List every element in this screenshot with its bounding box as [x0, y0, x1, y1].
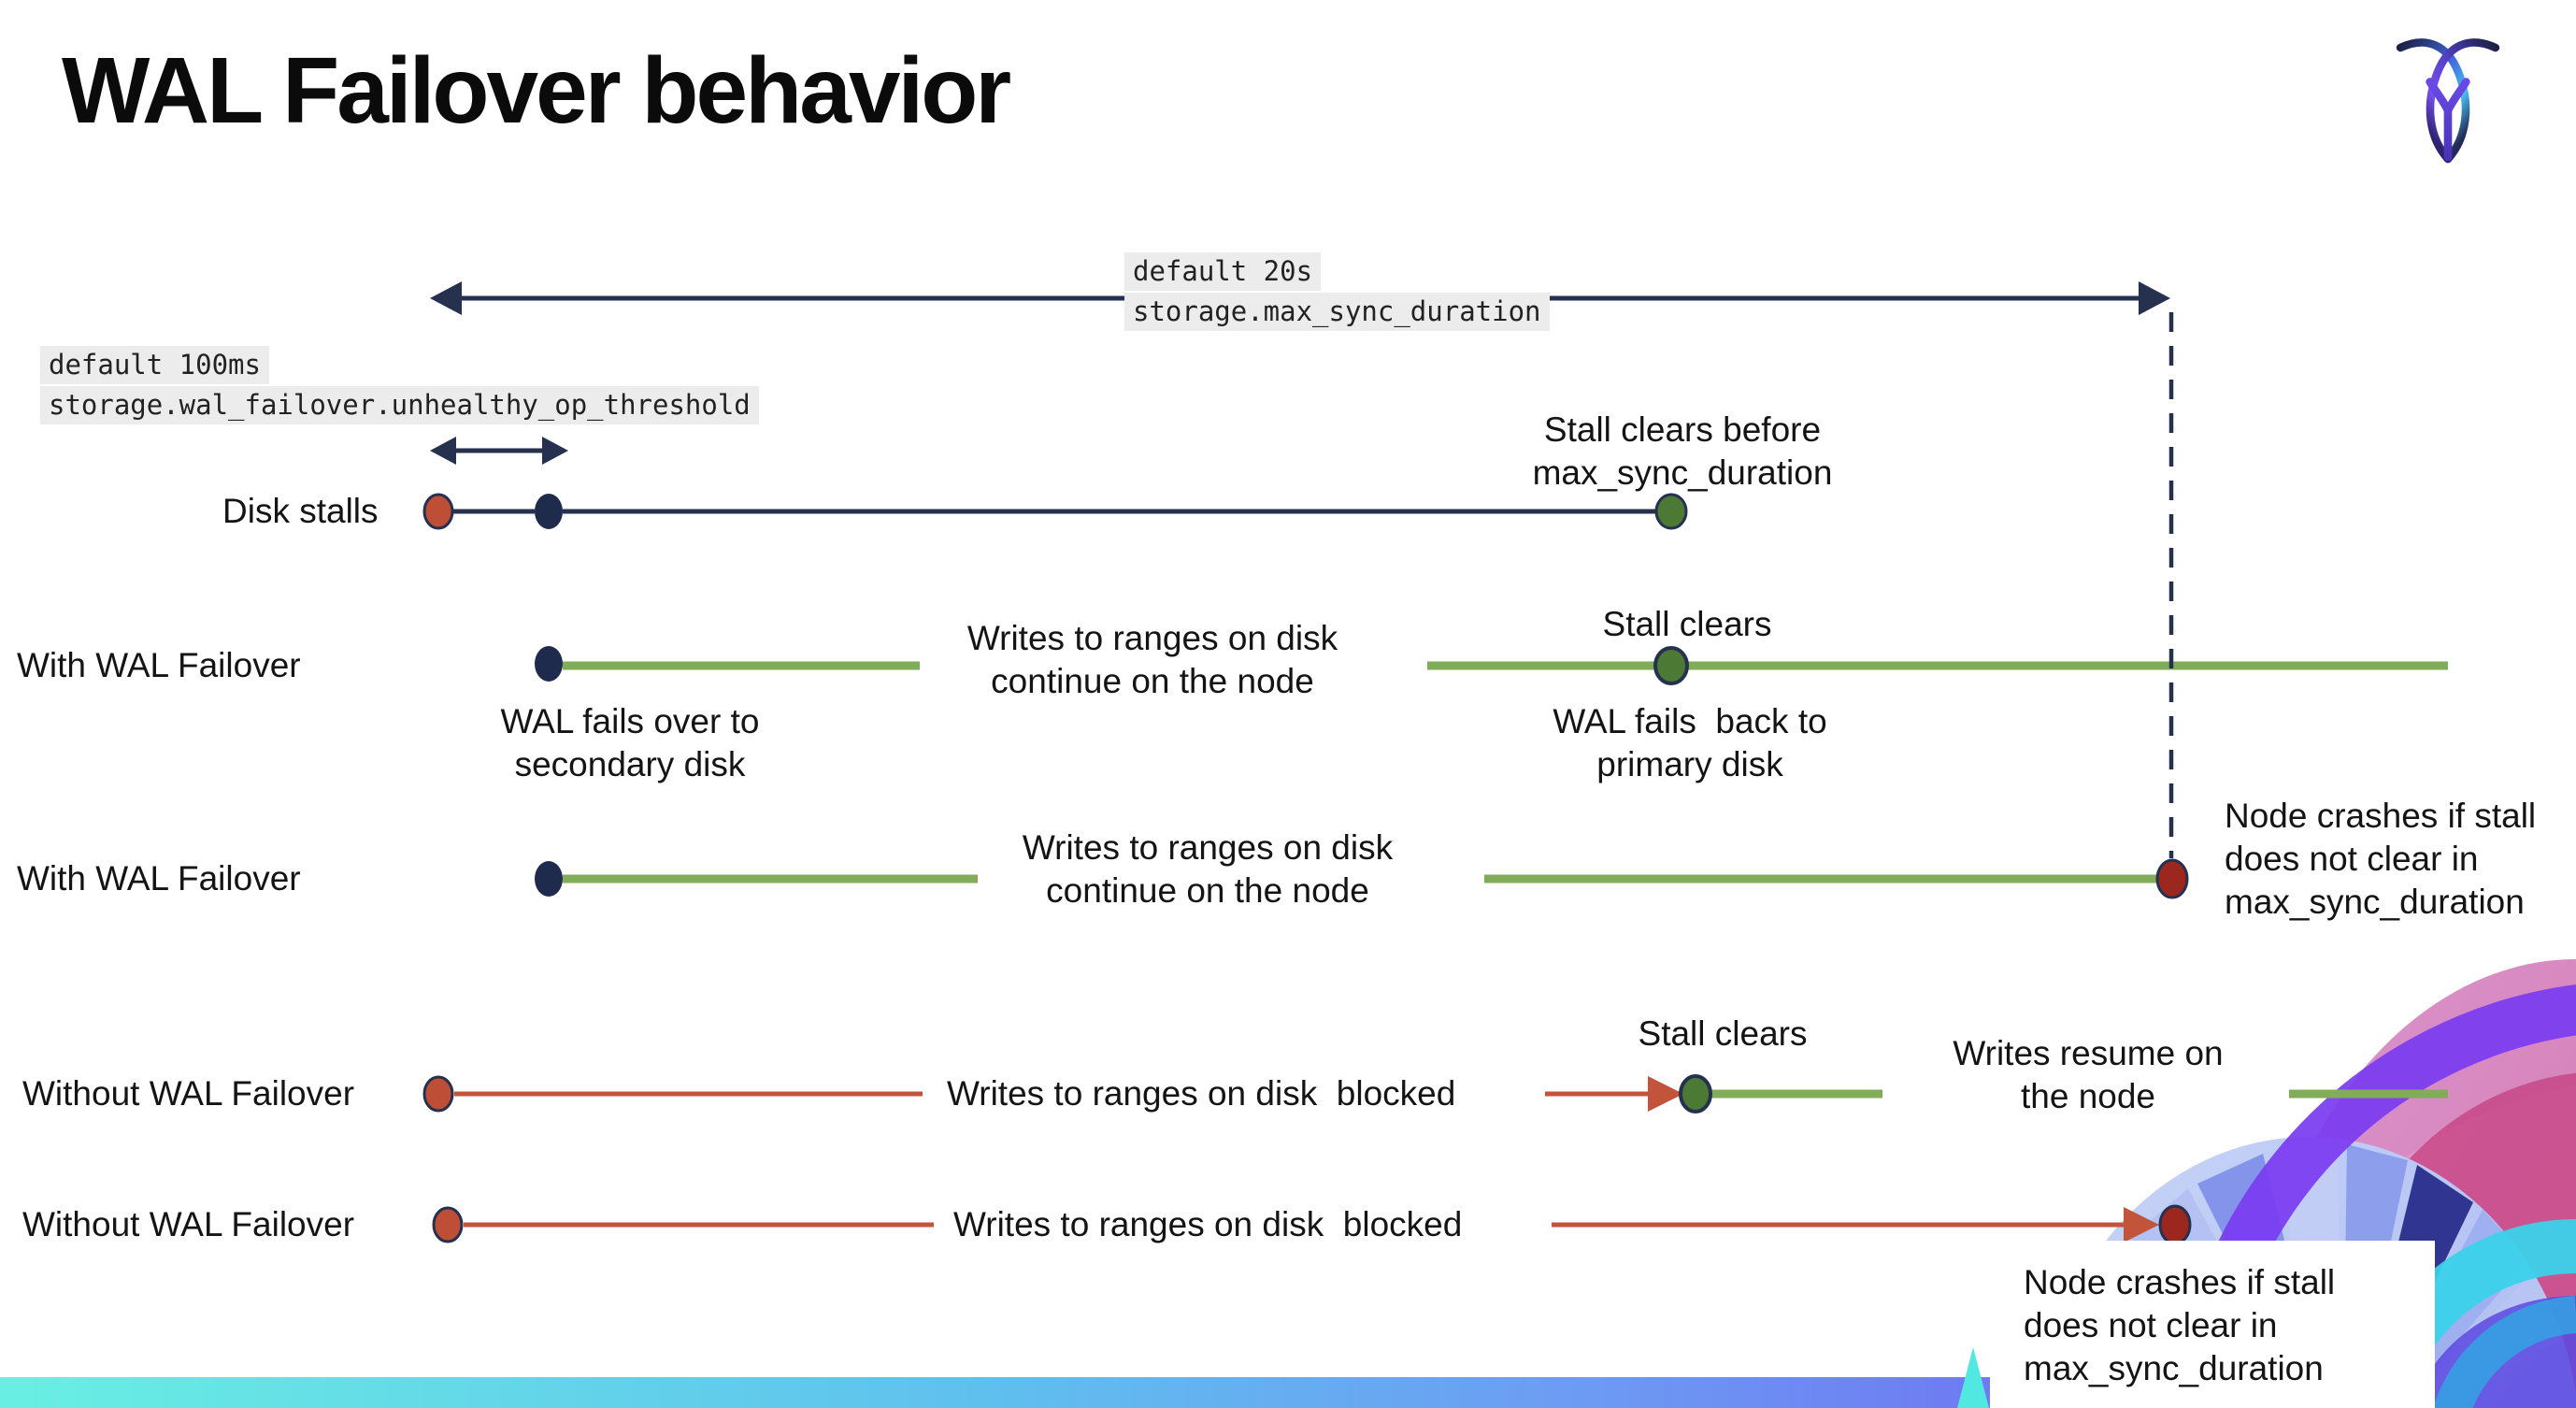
row-with-wal-failover-2	[535, 858, 2189, 899]
row-label-without-wal-failover-2: Without WAL Failover	[22, 1205, 355, 1243]
writes-resume-note: Writes resume on the node	[1953, 1034, 2233, 1115]
unhealthy-default-label: default 100ms	[40, 346, 269, 384]
node-crashes-note-2: Node crashes if stall does not clear in …	[2024, 1263, 2345, 1387]
crash-dot-1	[2155, 858, 2189, 899]
blocked-start-dot	[422, 1075, 454, 1113]
red-arrowhead-2	[2124, 1207, 2159, 1243]
stall-clears-note-2: Stall clears	[1638, 1014, 1808, 1053]
threshold-dot	[535, 494, 563, 529]
failover-dot	[535, 646, 563, 682]
max-sync-duration-tag: default 20s storage.max_sync_duration	[1124, 252, 1550, 333]
row-without-wal-failover-1	[422, 1074, 2448, 1113]
writes-continue-note-1: Writes to ranges on disk continue on the…	[966, 619, 1348, 700]
wal-fails-over-note: WAL fails over to secondary disk	[500, 702, 769, 783]
logo-left-antenna-right-body	[2396, 38, 2470, 164]
red-arrowhead-1	[1648, 1076, 1683, 1112]
crash-dot-2	[2158, 1204, 2192, 1245]
node-crashes-note-box: Node crashes if stall does not clear in …	[1990, 1241, 2435, 1408]
blocked-start-dot-2	[432, 1206, 464, 1243]
unhealthy-op-threshold-tag: default 100ms storage.wal_failover.unhea…	[40, 346, 759, 426]
page-title: WAL Failover behavior	[62, 38, 1011, 143]
writes-blocked-note-2: Writes to ranges on disk blocked	[953, 1205, 1463, 1243]
unhealthy-setting-name: storage.wal_failover.unhealthy_op_thresh…	[40, 385, 759, 424]
cockroachdb-logo-icon	[2396, 38, 2500, 164]
writes-continue-note-2: Writes to ranges on disk continue on the…	[1022, 828, 1403, 910]
stall-clears-dot-2	[1679, 1074, 1712, 1113]
unhealthy-op-threshold-arrow	[430, 437, 568, 465]
row-label-without-wal-failover-1: Without WAL Failover	[22, 1074, 355, 1113]
row-with-wal-failover-1	[535, 646, 2448, 685]
logo-stem	[2426, 78, 2470, 162]
max-sync-default-label: default 20s	[1124, 252, 1322, 291]
cyan-arch-inner	[2433, 1296, 2576, 1408]
failover-dot-2	[535, 861, 563, 897]
stall-clears-before-note: Stall clears before max_sync_duration	[1532, 410, 1833, 492]
logo-right-antenna-left-body	[2426, 38, 2500, 164]
node-crashes-note-1: Node crashes if stall does not clear in …	[2225, 797, 2546, 921]
writes-blocked-note-1: Writes to ranges on disk blocked	[947, 1074, 1456, 1113]
row-without-wal-failover-2	[432, 1204, 2192, 1245]
row-label-with-wal-failover-1: With WAL Failover	[17, 646, 301, 684]
stall-clears-dot	[1654, 493, 1688, 530]
wal-fails-back-note: WAL fails back to primary disk	[1553, 702, 1837, 783]
stall-clears-note-1: Stall clears	[1602, 605, 1772, 643]
row-label-disk-stalls: Disk stalls	[222, 492, 379, 530]
max-sync-setting-name: storage.max_sync_duration	[1124, 292, 1550, 331]
disk-stall-start-dot	[422, 493, 454, 530]
failback-dot	[1653, 646, 1689, 685]
row-disk-stalls	[422, 493, 1688, 530]
cyan-sliver	[1957, 1347, 1989, 1408]
row-label-with-wal-failover-2: With WAL Failover	[17, 859, 301, 898]
